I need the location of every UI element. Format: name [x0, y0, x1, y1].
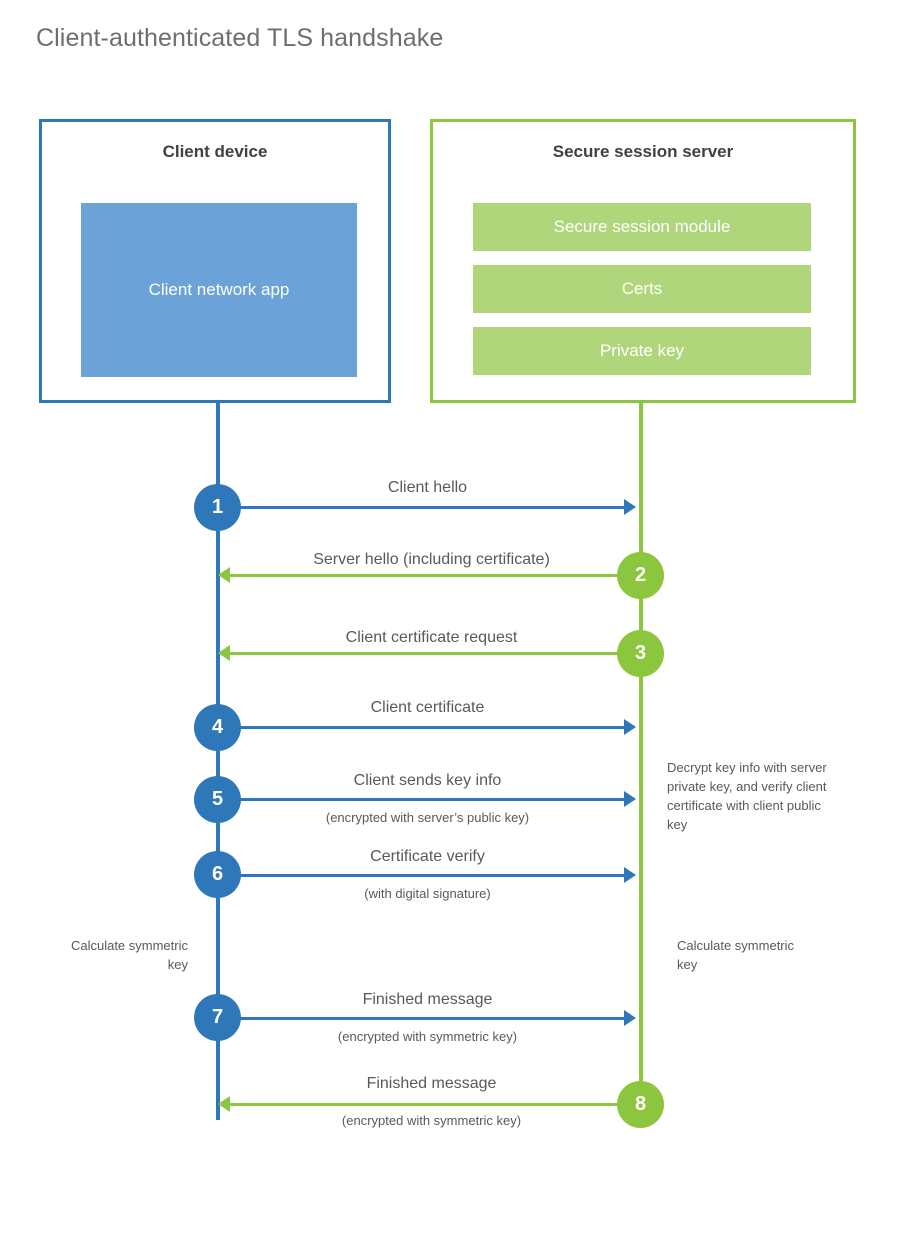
client-network-app-block: Client network app: [81, 203, 357, 377]
step-badge-1: 1: [194, 484, 241, 531]
step-badge-2: 2: [617, 552, 664, 599]
message-3-arrow-line: [230, 652, 641, 655]
message-6-arrow-line: [218, 874, 625, 877]
message-8-arrow-head-left-icon: [218, 1096, 230, 1112]
message-4-arrow-head-right-icon: [624, 719, 636, 735]
message-7-sublabel: (encrypted with symmetric key): [337, 1029, 518, 1044]
message-7-arrow-head-right-icon: [624, 1010, 636, 1026]
message-5-arrow-head-right-icon: [624, 791, 636, 807]
message-1-arrow-head-right-icon: [624, 499, 636, 515]
message-7-label: Finished message: [362, 991, 493, 1008]
private-key-block: Private key: [473, 327, 811, 375]
message-2-label: Server hello (including certificate): [313, 551, 550, 568]
message-3-label: Client certificate request: [345, 629, 518, 646]
message-8-arrow-line: [230, 1103, 641, 1106]
message-3-arrow-head-left-icon: [218, 645, 230, 661]
server-lifeline: [639, 402, 643, 1105]
message-4-arrow-line: [218, 726, 625, 729]
step-badge-6: 6: [194, 851, 241, 898]
message-5-arrow-line: [218, 798, 625, 801]
client-device-box: Client device Client network app: [39, 119, 391, 403]
step-badge-7: 7: [194, 994, 241, 1041]
message-2-arrow-line: [230, 574, 641, 577]
server-processing-note: Decrypt key info with server private key…: [667, 760, 827, 832]
message-6-sublabel: (with digital signature): [364, 886, 491, 901]
message-2-arrow-head-left-icon: [218, 567, 230, 583]
certs-block: Certs: [473, 265, 811, 313]
message-1-label: Client hello: [387, 479, 468, 496]
client-calculate-symmetric-key-note: Calculate symmetric key: [70, 938, 188, 972]
client-device-title: Client device: [162, 142, 268, 161]
message-6-label: Certificate verify: [370, 848, 485, 865]
server-calculate-symmetric-key-note: Calculate symmetric key: [677, 938, 795, 972]
message-5-label: Client sends key info: [353, 772, 502, 789]
message-8-sublabel: (encrypted with symmetric key): [341, 1113, 522, 1128]
secure-session-server-box: Secure session server Secure session mod…: [430, 119, 856, 403]
page-title: Client-authenticated TLS handshake: [36, 24, 444, 52]
step-badge-4: 4: [194, 704, 241, 751]
step-badge-3: 3: [617, 630, 664, 677]
message-5-sublabel: (encrypted with server’s public key): [325, 810, 530, 825]
secure-session-server-title: Secure session server: [552, 142, 734, 161]
message-6-arrow-head-right-icon: [624, 867, 636, 883]
step-badge-8: 8: [617, 1081, 664, 1128]
secure-session-module-block: Secure session module: [473, 203, 811, 251]
step-badge-5: 5: [194, 776, 241, 823]
message-4-label: Client certificate: [370, 699, 485, 716]
message-8-label: Finished message: [366, 1075, 497, 1092]
message-1-arrow-line: [218, 506, 625, 509]
client-lifeline: [216, 402, 220, 1120]
message-7-arrow-line: [218, 1017, 625, 1020]
